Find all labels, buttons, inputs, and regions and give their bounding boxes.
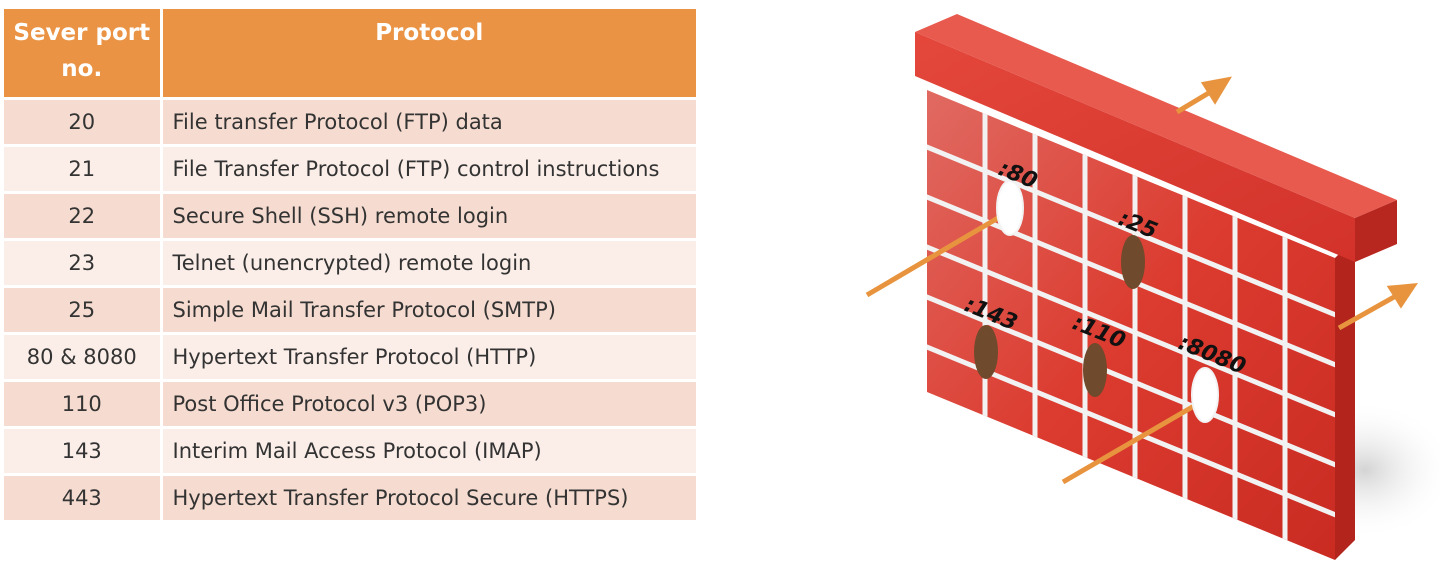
blocked-port-plug-110 <box>1083 343 1107 397</box>
arrow-in-80 <box>865 205 1017 298</box>
port-cell: 22 <box>4 191 163 240</box>
blocked-port-plug-143 <box>974 325 998 379</box>
table-row: 110 Post Office Protocol v3 (POP3) <box>4 379 696 428</box>
port-cell: 80 & 8080 <box>4 332 163 381</box>
arrow-in-8080 <box>1061 392 1215 485</box>
port-cell: 20 <box>4 97 163 146</box>
firewall-brick-wall-illustration: :80 :25 :143 :110 :8080 <box>865 14 1440 560</box>
traffic-arrows <box>865 76 1418 485</box>
protocol-cell: Interim Mail Access Protocol (IMAP) <box>161 426 696 475</box>
wall-cap-front <box>915 32 1355 262</box>
port-cell: 25 <box>4 285 163 334</box>
arrow-out-8080 <box>1337 290 1403 331</box>
table-row: 20 File transfer Protocol (FTP) data <box>4 97 696 146</box>
protocol-cell: Hypertext Transfer Protocol Secure (HTTP… <box>161 473 696 520</box>
blocked-port-plug-25 <box>1121 235 1145 289</box>
port-protocol-table: Sever port no. Protocol 20 File transfer… <box>4 9 696 520</box>
protocol-cell: Post Office Protocol v3 (POP3) <box>161 379 696 428</box>
port-cell: 143 <box>4 426 163 475</box>
protocol-cell: Hypertext Transfer Protocol (HTTP) <box>161 332 696 381</box>
header-port-line1: Sever port <box>13 20 151 46</box>
port-cell: 21 <box>4 144 163 193</box>
header-protocol: Protocol <box>161 9 696 99</box>
table-row: 143 Interim Mail Access Protocol (IMAP) <box>4 426 696 475</box>
table-row: 23 Telnet (unencrypted) remote login <box>4 238 696 287</box>
port-cell: 110 <box>4 379 163 428</box>
port-cell: 23 <box>4 238 163 287</box>
table-row: 80 & 8080 Hypertext Transfer Protocol (H… <box>4 332 696 381</box>
header-port-line2: no. <box>61 56 103 82</box>
protocol-cell: File Transfer Protocol (FTP) control ins… <box>161 144 696 193</box>
table-row: 25 Simple Mail Transfer Protocol (SMTP) <box>4 285 696 334</box>
wall-cap-end <box>1355 200 1397 262</box>
table-row: 22 Secure Shell (SSH) remote login <box>4 191 696 240</box>
protocol-cell: Simple Mail Transfer Protocol (SMTP) <box>161 285 696 334</box>
open-port-hole-80 <box>996 180 1024 236</box>
wall-cap-top <box>915 14 1397 218</box>
table-row: 21 File Transfer Protocol (FTP) control … <box>4 144 696 193</box>
protocol-cell: File transfer Protocol (FTP) data <box>161 97 696 146</box>
table-header-row: Sever port no. Protocol <box>4 9 696 99</box>
table-row: 443 Hypertext Transfer Protocol Secure (… <box>4 473 696 520</box>
header-port: Sever port no. <box>4 9 163 99</box>
wall-end-face <box>1335 238 1355 560</box>
arrow-head-80 <box>1200 76 1232 105</box>
port-cell: 443 <box>4 473 163 520</box>
protocol-cell: Secure Shell (SSH) remote login <box>161 191 696 240</box>
protocol-cell: Telnet (unencrypted) remote login <box>161 238 696 287</box>
arrow-head-8080 <box>1386 283 1418 309</box>
open-port-hole-8080 <box>1191 367 1219 423</box>
